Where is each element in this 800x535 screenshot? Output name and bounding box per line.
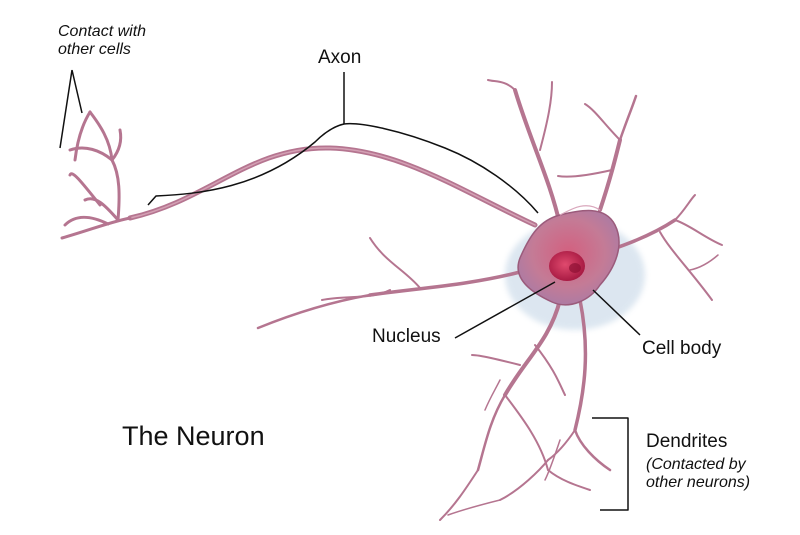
contact-label-line1: Contact with (58, 23, 147, 40)
axon-terminal (60, 110, 132, 240)
dendrites (256, 79, 723, 521)
dendrites-note-line2: other neurons) (646, 474, 751, 492)
nucleus-leader-line (454, 281, 556, 339)
dendrites-note-line1: (Contacted by (646, 456, 746, 473)
axon-bracket (147, 122, 539, 214)
contact-label-line2: other cells (58, 41, 131, 59)
axon-label: Axon (318, 47, 362, 68)
contact-label: Contact with other cells (58, 23, 146, 60)
dendrites-note: (Contacted by other neurons) (646, 456, 750, 493)
cell-body-label: Cell body (642, 338, 722, 359)
dendrites-bracket (592, 417, 629, 511)
annotation-lines (59, 69, 641, 511)
cellbody-leader-line (592, 289, 641, 336)
nucleus (549, 251, 585, 281)
axon (127, 145, 538, 228)
diagram-title: The Neuron (122, 421, 265, 451)
nucleus-label: Nucleus (372, 326, 441, 347)
dendrites-label: Dendrites (646, 431, 728, 452)
contact-leader-line (59, 69, 83, 149)
